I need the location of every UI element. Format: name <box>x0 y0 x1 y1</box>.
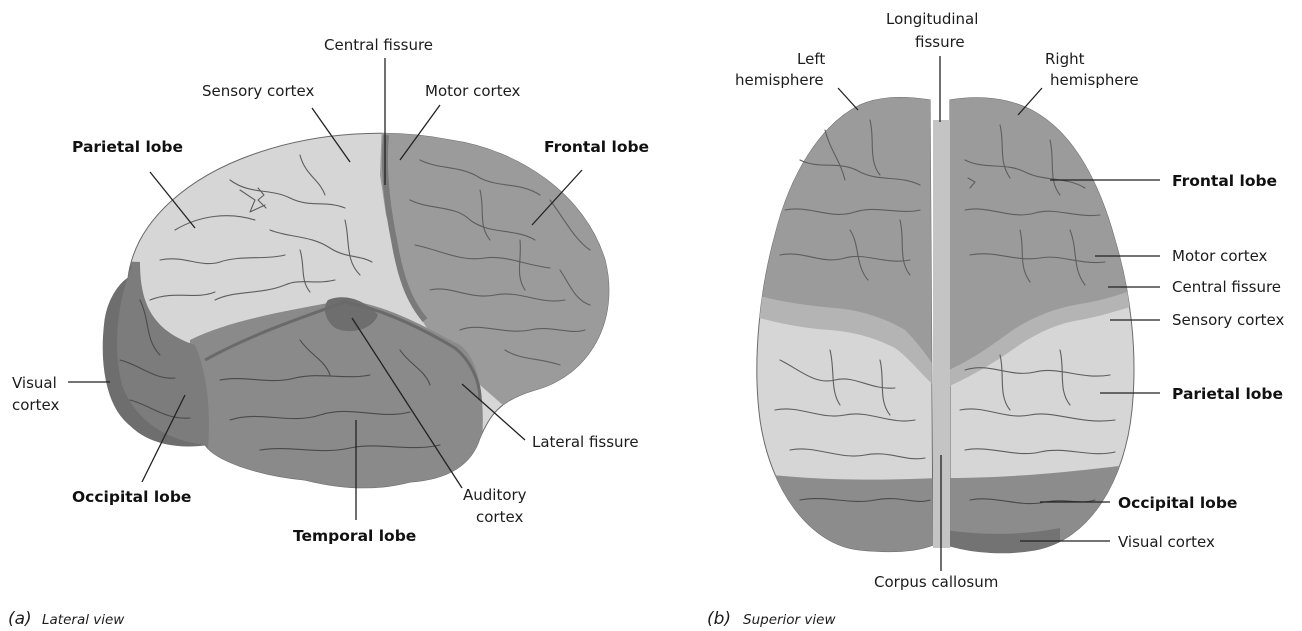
caption-a-text: Lateral view <box>42 612 125 628</box>
label-visual-cortex-b: Visual cortex <box>1118 533 1215 551</box>
label-longitudinal-fissure-b-line2: fissure <box>915 33 965 51</box>
superior-left-hemisphere <box>740 80 940 570</box>
label-central-fissure-a: Central fissure <box>324 36 433 54</box>
label-parietal-lobe-b: Parietal lobe <box>1172 385 1283 403</box>
label-auditory-cortex-a-line1: Auditory <box>463 486 527 504</box>
label-occipital-lobe-a: Occipital lobe <box>72 488 191 506</box>
label-visual-cortex-a-line1: Visual <box>12 374 57 392</box>
label-visual-cortex-a-line2: cortex <box>12 396 59 414</box>
label-parietal-lobe-a: Parietal lobe <box>72 138 183 156</box>
superior-right-occipital-region <box>945 462 1150 570</box>
label-left-hemisphere-b-line2: hemisphere <box>735 71 824 89</box>
label-motor-cortex-a: Motor cortex <box>425 82 521 100</box>
label-frontal-lobe-b: Frontal lobe <box>1172 172 1277 190</box>
label-frontal-lobe-a: Frontal lobe <box>544 138 649 156</box>
label-longitudinal-fissure-b-line1: Longitudinal <box>886 10 978 28</box>
label-left-hemisphere-b-line1: Left <box>797 50 825 68</box>
caption-a-letter: (a) <box>8 609 32 629</box>
label-sensory-cortex-a: Sensory cortex <box>202 82 314 100</box>
label-right-hemisphere-b-line1: Right <box>1045 50 1085 68</box>
label-motor-cortex-b: Motor cortex <box>1172 247 1268 265</box>
label-occipital-lobe-b: Occipital lobe <box>1118 494 1237 512</box>
label-lateral-fissure-a: Lateral fissure <box>532 433 639 451</box>
label-corpus-callosum-b: Corpus callosum <box>874 573 998 591</box>
label-auditory-cortex-a-line2: cortex <box>476 508 523 526</box>
superior-view: Longitudinal fissure Left hemisphere Rig… <box>707 10 1284 629</box>
leader-left-hemisphere-b <box>838 88 858 110</box>
label-temporal-lobe-a: Temporal lobe <box>293 527 416 545</box>
caption-b-letter: (b) <box>707 609 731 629</box>
label-central-fissure-b: Central fissure <box>1172 278 1281 296</box>
caption-b-text: Superior view <box>743 612 836 628</box>
label-sensory-cortex-b: Sensory cortex <box>1172 311 1284 329</box>
lateral-view: Central fissure Sensory cortex Motor cor… <box>8 36 650 629</box>
label-right-hemisphere-b-line2: hemisphere <box>1050 71 1139 89</box>
superior-left-occipital-region <box>740 470 940 570</box>
